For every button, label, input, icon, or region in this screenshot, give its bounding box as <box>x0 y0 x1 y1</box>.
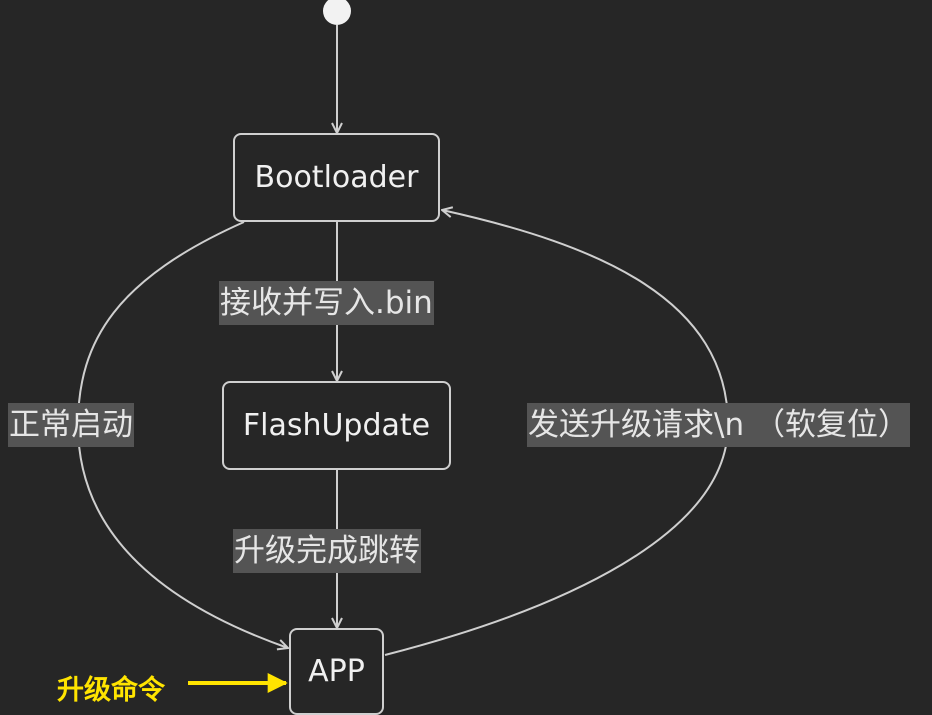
upgrade-command-annotation: 升级命令 <box>57 675 165 706</box>
initial-state-dot <box>323 0 351 25</box>
state-flash-update-label: FlashUpdate <box>242 408 431 443</box>
label-boot-to-app: 正常启动 <box>8 403 134 447</box>
label-boot-to-flash: 接收并写入.bin <box>219 281 434 325</box>
state-app: APP <box>289 628 384 715</box>
label-app-to-boot: 发送升级请求\n （软复位） <box>527 403 910 447</box>
label-flash-to-app: 升级完成跳转 <box>233 529 421 573</box>
state-bootloader-label: Bootloader <box>254 160 419 195</box>
state-flash-update: FlashUpdate <box>222 381 451 470</box>
state-app-label: APP <box>308 654 365 689</box>
state-bootloader: Bootloader <box>233 133 440 222</box>
